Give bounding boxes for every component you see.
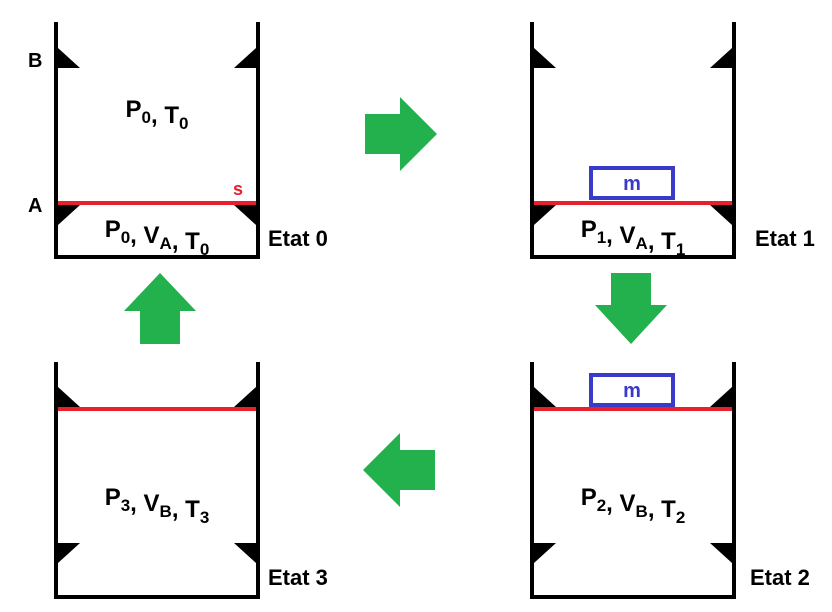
cylinder-etat-2: mP2, VB, T2 Etat 2 <box>530 362 810 599</box>
variable-subscript: B <box>160 502 172 521</box>
variable-symbol: T <box>661 496 676 523</box>
state-label: Etat 2 <box>750 565 810 590</box>
variable-subscript: B <box>636 502 648 521</box>
variable-symbol: P <box>105 484 121 511</box>
mass-block <box>589 373 675 407</box>
cylinder-wall <box>530 22 736 259</box>
variable-subscript: 0 <box>142 108 151 127</box>
stop-wedge <box>710 48 732 68</box>
variable-symbol: T <box>185 496 200 523</box>
stop-wedge <box>534 205 556 225</box>
variable-subscript: 1 <box>676 240 685 259</box>
arrow-right <box>365 97 437 171</box>
stop-wedge <box>58 387 80 407</box>
marker-a-label: A <box>28 195 42 217</box>
variable-symbol: V <box>144 490 160 517</box>
variable-symbol: P <box>581 216 597 243</box>
cylinder-wall <box>530 362 736 599</box>
stop-wedge <box>58 543 80 563</box>
lower-gas-state: P2, VB, T2 <box>581 484 686 527</box>
state-label: Etat 0 <box>268 226 328 251</box>
arrow-down <box>595 273 667 344</box>
variable-subscript: 2 <box>676 508 685 527</box>
lower-gas-state: P3, VB, T3 <box>105 484 210 527</box>
stop-wedge <box>234 543 256 563</box>
variable-subscript: 3 <box>200 508 209 527</box>
mass-block <box>589 166 675 200</box>
variable-subscript: 1 <box>597 228 606 247</box>
state-label: Etat 1 <box>755 226 815 251</box>
upper-gas-state: P0, T0 <box>126 96 189 133</box>
piston-area-label: s <box>233 179 243 199</box>
arrow-left <box>363 433 435 507</box>
stop-wedge <box>58 48 80 68</box>
arrow-up <box>124 273 196 344</box>
variable-subscript: A <box>636 234 648 253</box>
variable-symbol: P <box>581 484 597 511</box>
stop-wedge <box>710 387 732 407</box>
stop-wedge <box>710 205 732 225</box>
variable-subscript: 0 <box>200 240 209 259</box>
variable-subscript: 2 <box>597 496 606 515</box>
variable-symbol: P <box>126 96 142 123</box>
state-label: Etat 3 <box>268 565 328 590</box>
lower-gas-state: P1, VA, T1 <box>581 216 686 259</box>
variable-subscript: 0 <box>121 228 130 247</box>
cylinder-etat-3: P3, VB, T3 Etat 3 <box>54 362 328 599</box>
variable-subscript: 3 <box>121 496 130 515</box>
cylinder-etat-1: mP1, VA, T1 Etat 1 <box>530 22 815 259</box>
stop-wedge <box>710 543 732 563</box>
stop-wedge <box>234 387 256 407</box>
cylinder-wall <box>54 362 260 599</box>
variable-symbol: T <box>185 228 200 255</box>
stop-wedge <box>234 205 256 225</box>
variable-symbol: V <box>144 222 160 249</box>
cylinder-etat-0: P0, T0 P0, VA, T0 Etat 0 <box>54 22 328 259</box>
stop-wedge <box>234 48 256 68</box>
mass-label: m <box>623 380 641 402</box>
cylinder-wall <box>54 22 260 259</box>
stop-wedge <box>534 387 556 407</box>
variable-symbol: V <box>620 490 636 517</box>
variable-subscript: A <box>160 234 172 253</box>
stop-wedge <box>58 205 80 225</box>
marker-b-label: B <box>28 50 42 72</box>
stop-wedge <box>534 48 556 68</box>
mass-label: m <box>623 173 641 195</box>
variable-symbol: T <box>661 228 676 255</box>
stop-wedge <box>534 543 556 563</box>
variable-symbol: P <box>105 216 121 243</box>
variable-symbol: V <box>620 222 636 249</box>
variable-symbol: T <box>164 102 179 129</box>
cycle-arrows <box>124 97 667 507</box>
variable-subscript: 0 <box>179 114 188 133</box>
lower-gas-state: P0, VA, T0 <box>105 216 210 259</box>
